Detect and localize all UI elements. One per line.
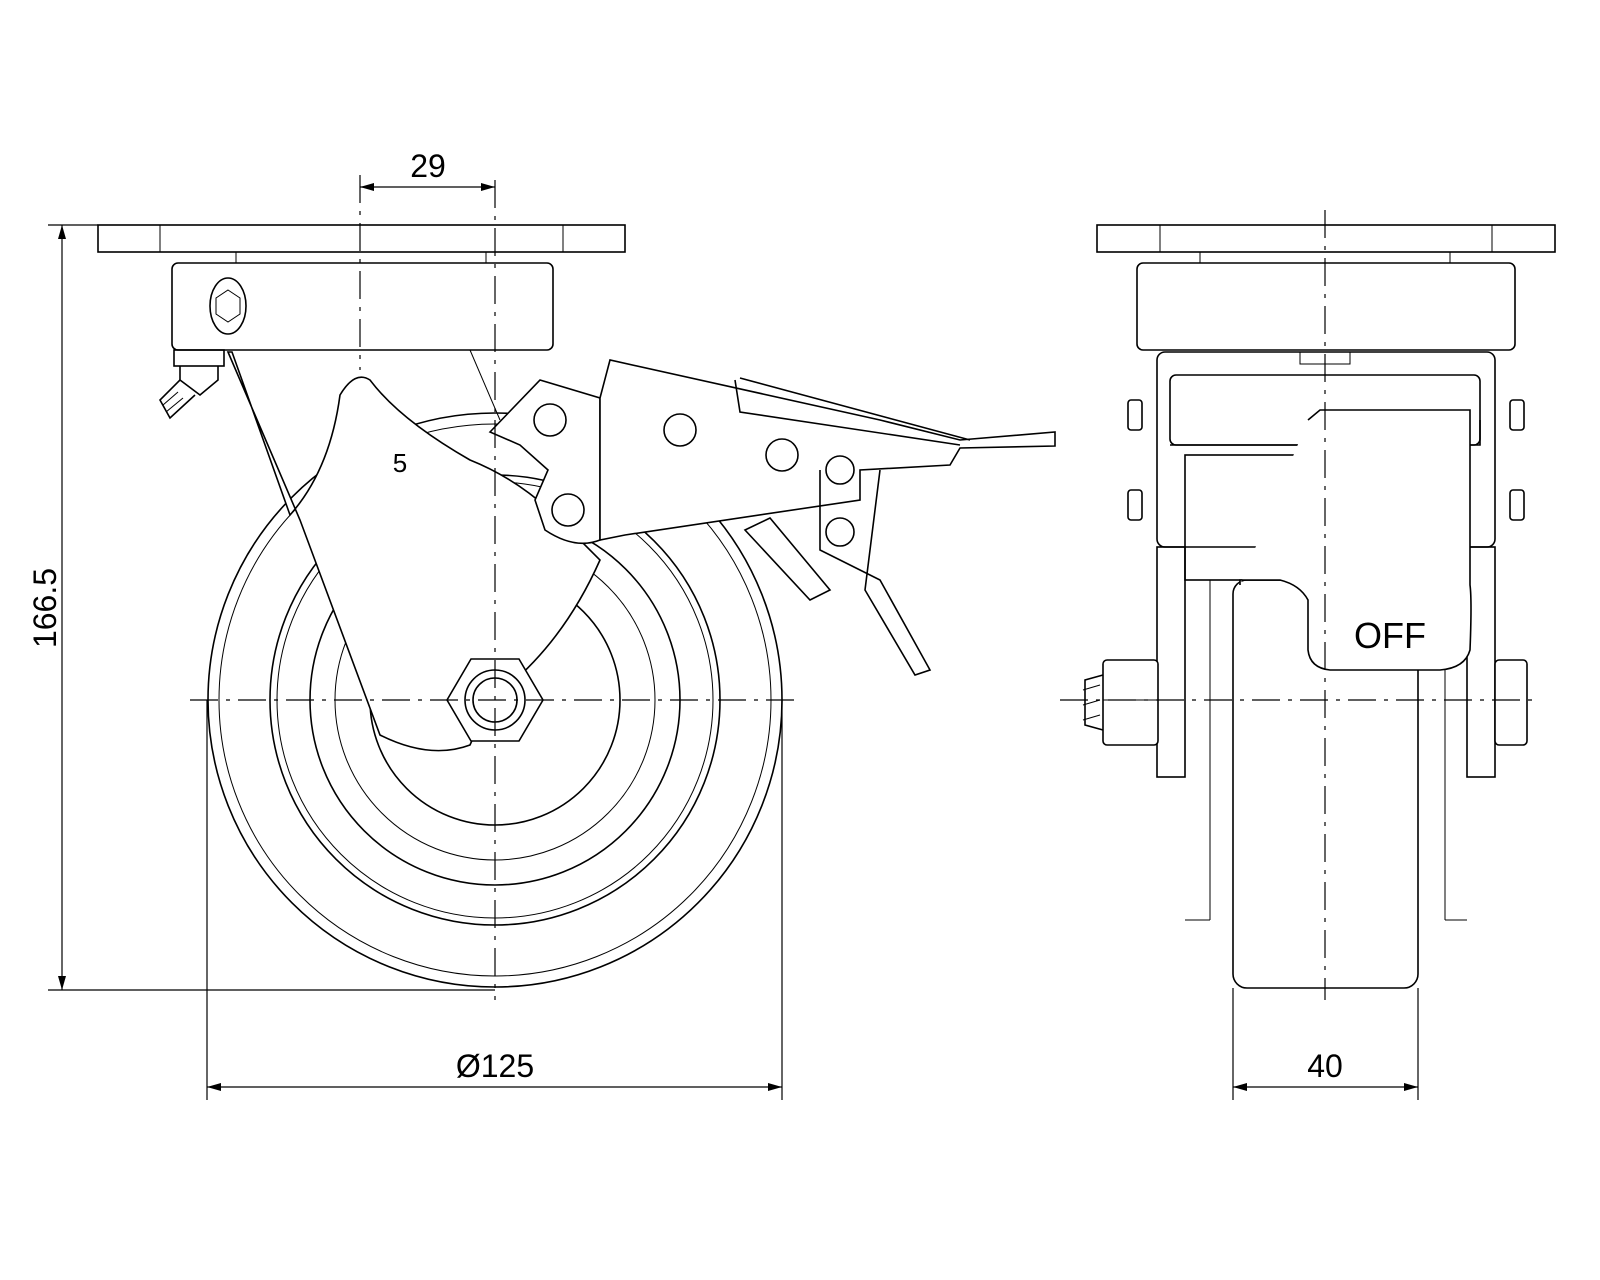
front-view: OFF [1060, 210, 1556, 1000]
swivel-housing-front [1136, 262, 1516, 351]
svg-text:29: 29 [410, 148, 446, 184]
brake-lever [488, 359, 1056, 676]
top-plate-front [1096, 224, 1556, 264]
dimension-offset: 29 [360, 148, 495, 191]
dimension-height: 166.5 [27, 224, 495, 991]
dimension-wheel-diameter: Ø125 [206, 700, 783, 1100]
swivel-housing [171, 262, 554, 351]
svg-text:40: 40 [1307, 1048, 1343, 1084]
side-view: 5 [97, 175, 1056, 1000]
hex-socket-screw-icon [209, 277, 247, 335]
fork-mark: 5 [393, 448, 407, 478]
svg-text:166.5: 166.5 [27, 568, 63, 648]
grease-nipple-icon [159, 349, 225, 420]
svg-text:Ø125: Ø125 [456, 1048, 534, 1084]
brake-pedal-off: OFF [1239, 409, 1472, 671]
dimension-wheel-width: 40 [1232, 988, 1419, 1100]
top-plate [97, 224, 626, 264]
axle-bolt-icon [1082, 659, 1528, 746]
brake-state-label: OFF [1354, 615, 1426, 656]
